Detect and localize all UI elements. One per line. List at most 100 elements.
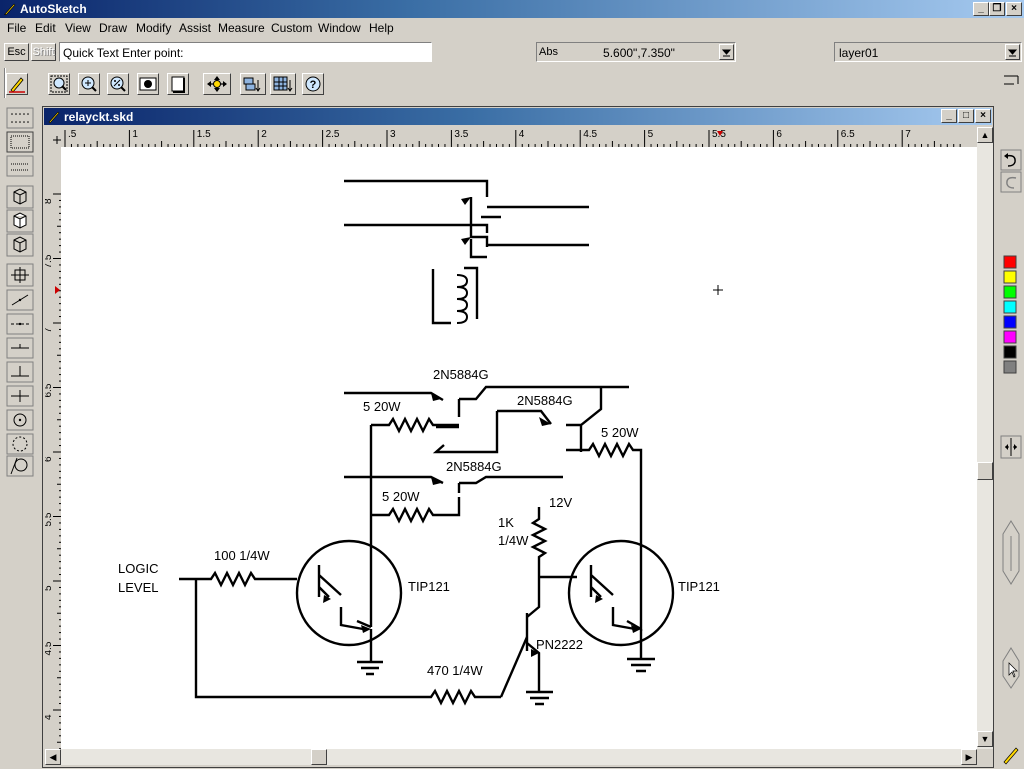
drawing-title: relayckt.skd (64, 110, 134, 124)
center-snap-button[interactable] (6, 409, 34, 431)
left-ruler-label: 6.5 (45, 383, 54, 397)
top-ruler-label: 3.5 (454, 129, 468, 140)
midpoint-button[interactable] (6, 337, 34, 359)
ortho-button[interactable] (6, 155, 34, 177)
snap-grid-active-button[interactable] (6, 131, 34, 153)
toolbar-grip (4, 68, 6, 98)
color-black-swatch[interactable] (1003, 345, 1017, 359)
line-tool-button[interactable] (6, 289, 34, 311)
left-ruler-label: 4 (45, 714, 54, 720)
scroll-down-button[interactable]: ▼ (977, 731, 993, 747)
quadrant-snap-button[interactable] (6, 433, 34, 455)
minimize-button[interactable]: _ (973, 2, 989, 16)
menu-assist[interactable]: Assist (179, 21, 212, 35)
menu-view[interactable]: View (65, 21, 91, 35)
layer-dropdown-button[interactable] (1005, 44, 1020, 60)
top-ruler-label: 7 (905, 129, 911, 140)
app-title: AutoSketch (20, 2, 87, 16)
vertical-scroll-thumb[interactable] (977, 462, 993, 480)
grid-button[interactable] (270, 73, 296, 95)
hook-icon (1004, 75, 1019, 85)
menu-file[interactable]: File (7, 21, 27, 35)
doc-minimize-button[interactable]: _ (941, 109, 957, 123)
layer-select[interactable]: layer01 (834, 42, 1022, 62)
doc-maximize-button[interactable]: □ (958, 109, 974, 123)
zoom-fit-button[interactable] (137, 73, 159, 95)
vertical-slider[interactable] (1002, 520, 1020, 585)
color-green-swatch[interactable] (1003, 285, 1017, 299)
point-tool-button[interactable] (6, 263, 34, 287)
svg-text:?: ? (310, 79, 317, 91)
command-prompt-field[interactable]: Quick Text Enter point: (59, 42, 432, 62)
top-ruler-label: 6.5 (841, 129, 855, 140)
left-ruler-label: 7 (45, 327, 54, 333)
zoom-window-button[interactable] (48, 73, 70, 95)
snap-grid-button[interactable] (6, 107, 34, 129)
pencil-tool-button[interactable] (6, 73, 28, 95)
zoom-in-button[interactable] (78, 73, 100, 95)
scroll-left-button[interactable]: ◀ (45, 749, 61, 765)
restore-button[interactable]: ❐ (989, 2, 1005, 16)
horizontal-scrollbar[interactable]: ◀ ▶ (45, 749, 977, 765)
label-r2: 5 20W (601, 425, 639, 440)
color-cyan-swatch[interactable] (1003, 300, 1017, 314)
color-red-swatch[interactable] (1003, 255, 1017, 269)
menu-modify[interactable]: Modify (136, 21, 172, 35)
right-toolbox (998, 66, 1024, 766)
menu-window[interactable]: Window (318, 21, 361, 35)
pointer-button[interactable] (1002, 647, 1020, 689)
cube-iso-icon[interactable] (6, 233, 34, 257)
label-1k-rating: 1/4W (498, 533, 529, 548)
label-r3: 5 20W (382, 489, 420, 504)
top-ruler-label: .5 (68, 129, 77, 140)
doc-close-button[interactable]: × (975, 109, 991, 123)
menu-measure[interactable]: Measure (218, 21, 265, 35)
menu-custom[interactable]: Custom (271, 21, 313, 35)
cube-top-icon[interactable] (6, 185, 34, 209)
scroll-up-button[interactable]: ▲ (977, 127, 993, 143)
intersection-button[interactable] (6, 385, 34, 407)
drawing-canvas[interactable]: 2N5884G 2N5884G 2N5884G 5 20W 5 20W 5 20… (61, 147, 977, 749)
color-blue-swatch[interactable] (1003, 315, 1017, 329)
split-view-button[interactable] (1000, 435, 1022, 459)
top-ruler-label: 2 (261, 129, 267, 140)
close-button[interactable]: × (1006, 2, 1022, 16)
top-ruler-label: 1 (132, 129, 138, 140)
redo-button[interactable] (1000, 171, 1022, 193)
zoom-percent-button[interactable] (107, 73, 129, 95)
layer-button[interactable] (240, 73, 266, 95)
coord-dropdown-button[interactable] (719, 44, 734, 60)
chevron-down-icon (721, 49, 732, 57)
color-grey-swatch[interactable] (1003, 360, 1017, 374)
perpendicular-button[interactable] (6, 361, 34, 383)
blank-button[interactable] (167, 73, 189, 95)
menu-edit[interactable]: Edit (35, 21, 56, 35)
drawing-title-bar: relayckt.skd _ □ × (44, 108, 992, 125)
cube-side-icon[interactable] (6, 209, 34, 233)
zoom-percent-icon (110, 76, 126, 92)
left-ruler-label: 4.5 (45, 641, 54, 655)
pencil-icon (9, 77, 25, 93)
pencil-icon[interactable] (1003, 747, 1019, 765)
menu-draw[interactable]: Draw (99, 21, 128, 35)
layer-icon (243, 77, 261, 92)
top-ruler-label: 3 (390, 129, 396, 140)
color-magenta-swatch[interactable] (1003, 330, 1017, 344)
top-ruler-label: 4 (519, 129, 525, 140)
undo-button[interactable] (1000, 149, 1022, 171)
horizontal-scroll-thumb[interactable] (311, 749, 327, 765)
vertical-scrollbar[interactable]: ▲ ▼ (977, 127, 993, 749)
menu-help[interactable]: Help (369, 21, 394, 35)
shift-button[interactable]: Shift (31, 43, 56, 61)
pan-button[interactable] (203, 73, 231, 95)
help-button[interactable]: ? (302, 73, 324, 95)
scroll-right-button[interactable]: ▶ (961, 749, 977, 765)
esc-button[interactable]: Esc (4, 43, 29, 61)
dashed-line-button[interactable] (6, 313, 34, 335)
left-ruler-label: 5 (45, 585, 54, 591)
color-yellow-swatch[interactable] (1003, 270, 1017, 284)
label-q1: 2N5884G (433, 367, 489, 382)
zoom-window-icon (50, 75, 68, 93)
tangent-snap-button[interactable] (6, 455, 34, 477)
